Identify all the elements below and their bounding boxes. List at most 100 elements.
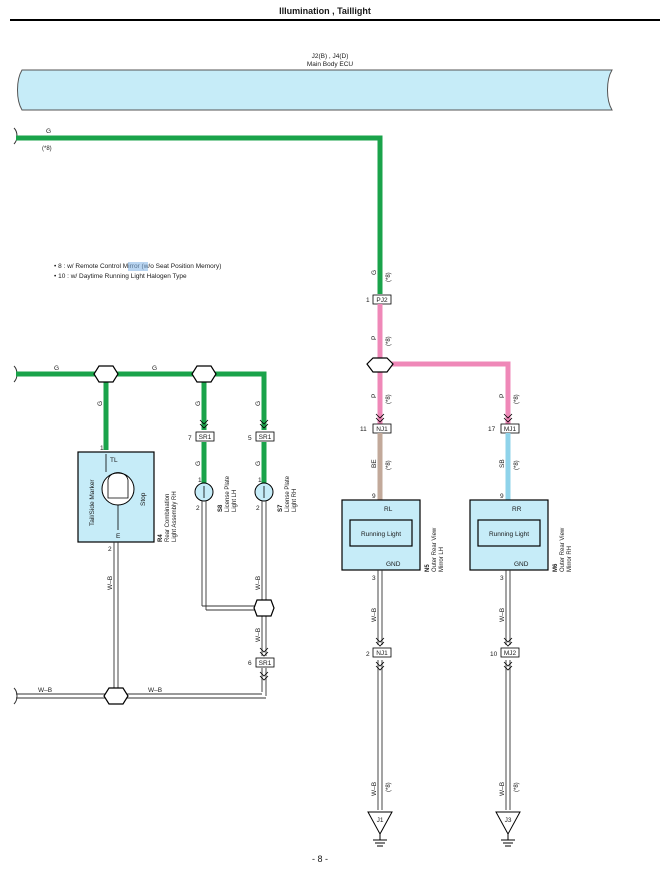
s8-pin-top: 1 [198,477,202,484]
wire-p-upper-label: P [371,336,378,340]
wire-sb-cond: (*8) [514,460,520,470]
wire-g-s8-label-upper: G [195,401,202,406]
wire-wb-m6 [505,570,511,810]
sr1-bottom-name: SR1 [259,660,272,667]
arrow-mj1 [503,413,513,423]
wire-p-left-label: P [371,394,378,398]
nj1-bottom-pin: 2 [366,651,370,658]
r4-pin-bottom: 2 [108,546,112,553]
s7-line2: Light RH [292,489,298,512]
ground-j3-icon [501,834,515,847]
page-title: Illumination , Taillight [279,6,371,16]
arrow-sr1-bottom [259,647,269,657]
wire-wb-bottom-left-label: W–B [38,687,52,694]
sr1-s8-pin: 7 [188,435,192,442]
ground-j3-triangle [495,811,521,836]
connector-sr1-bottom [255,657,275,668]
n5-pin-bottom: 3 [372,575,376,582]
splice-pink [366,357,394,373]
arrow-nj1-top [375,413,385,423]
wire-break-mark-bottom [13,687,18,705]
arrow-sr1-s8 [199,419,209,429]
s7-pin-bottom: 2 [256,505,260,512]
wire-g-s7-label: G [255,461,262,466]
mj1-pin: 17 [488,426,496,433]
wire-p-right-cond: (*8) [514,394,520,404]
r4-tl: TL [110,457,118,464]
m6-pin-bottom: 3 [500,575,504,582]
n5-line1: Outer Rear View [432,527,438,572]
r4-box-label: Tail/Side Marker [89,479,96,526]
wire-sb-label: SB [499,459,506,468]
wire-g-mid [16,371,267,430]
s8-code: S8 [218,504,224,512]
highlight-mark [128,262,148,271]
splice-wb [253,599,275,617]
arrow-sr1-bottom-out [259,671,269,681]
nj1-bottom-name: NJ1 [376,650,388,657]
wire-g-s7-label-upper: G [255,401,262,406]
wire-g-top-cond: (*8) [42,146,52,152]
n5-inner-label: Running Light [361,531,401,538]
bulb-icon [101,472,135,506]
wire-wb-m6-label: W–B [499,608,506,622]
sr1-s8-name: SR1 [199,434,212,441]
ground-j1-icon [373,834,387,847]
wire-wb-j1-label: W–B [371,782,378,796]
n5-top-label: RL [384,506,393,513]
wire-wb-j1-cond: (*8) [386,782,392,792]
r4-line2: Light Assembly RH [172,491,178,542]
arrow-nj1-bottom [375,637,385,647]
wire-g-s8-label: G [195,461,202,466]
wire-g-pj2-cond: (*8) [386,272,392,282]
wire-g-mid-right-label: G [152,365,157,372]
sr1-bottom-pin: 6 [248,660,252,667]
connector-sr1-s8 [195,431,215,442]
splice-g-2 [191,365,217,383]
mj1-name: MJ1 [504,426,517,433]
wire-be-cond: (*8) [386,460,392,470]
arrow-mj2 [503,637,513,647]
s8-line2: Light LH [232,490,238,512]
pj2-pin: 1 [366,297,370,304]
splice-wb-bottom [103,687,129,705]
r4-e: E [116,533,121,540]
n5-code: N5 [425,564,431,572]
wire-wb-n5 [377,570,383,810]
r4-stop: Stop [140,492,147,506]
ecu-name: Main Body ECU [307,61,354,68]
sr1-s7-name: SR1 [259,434,272,441]
ecu-code: J2(B) , J4(D) [312,53,349,60]
n5-pin-top: 9 [372,493,376,500]
connector-nj1-bottom [372,647,392,658]
s7-code: S7 [278,504,284,512]
page-number: - 8 - [312,854,328,864]
wire-p-right [380,361,511,424]
wire-g-mid-left-label: G [54,365,59,372]
arrow-mj2-out [503,661,513,671]
connector-mj2 [500,647,520,658]
wire-p-left-cond: (*8) [386,394,392,404]
m6-pin-top: 9 [500,493,504,500]
arrow-sr1-s7 [259,419,269,429]
ground-j1-triangle [367,811,393,836]
n5-running-light-box [349,519,413,547]
wire-wb-sr1-label: W–B [255,628,262,642]
note-2: • 10 : w/ Daytime Running Light Halogen … [54,273,187,280]
n5-gnd: GND [386,561,401,568]
main-body-ecu-block [17,69,613,111]
wire-wb-j3-label: W–B [499,782,506,796]
m6-line2: Mirror RH [567,546,573,572]
s7-pin-top: 1 [258,477,262,484]
wire-p-right-label: P [499,394,506,398]
nj1-top-pin: 11 [360,426,367,433]
ground-j1-label: J1 [377,817,384,824]
m6-gnd: GND [514,561,529,568]
s8-pin-bottom: 2 [196,505,200,512]
bulb-filament-icon [107,472,129,499]
sr1-s7-pin: 5 [248,435,252,442]
wire-wb-s8 [201,501,256,611]
s7-line1: License Plate [285,475,291,512]
wire-wb-bottom-right-label: W–B [148,687,162,694]
